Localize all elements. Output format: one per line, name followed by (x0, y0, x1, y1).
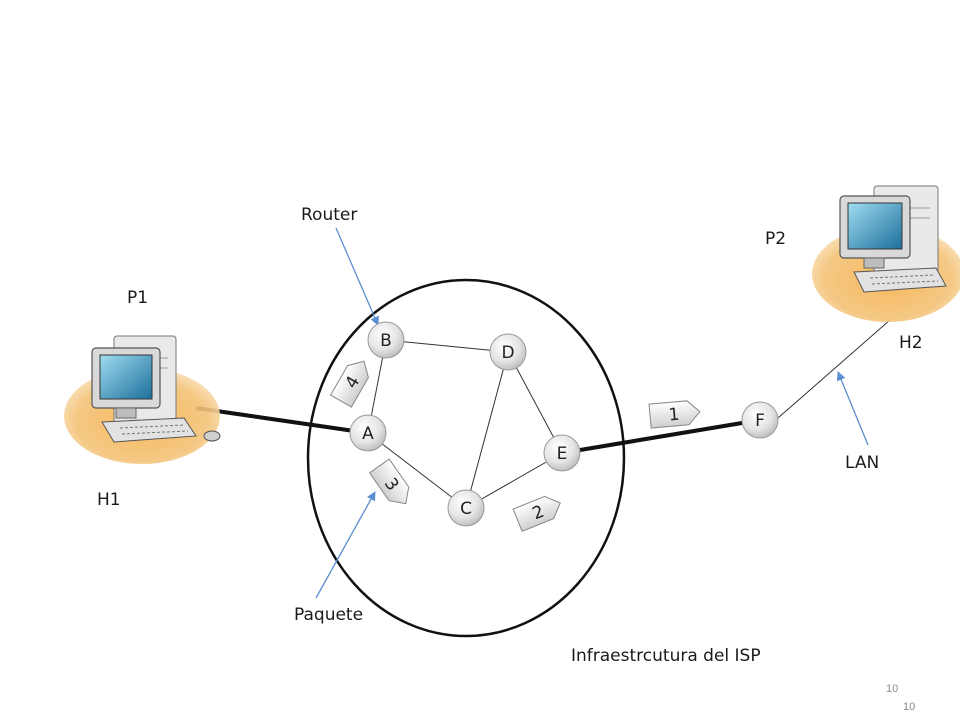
packet-3: 3 (368, 458, 410, 505)
desktop-computer-icon (64, 335, 221, 464)
router-callout-arrow (335, 227, 379, 326)
link-a-c (367, 432, 467, 509)
packet-1: 1 (648, 400, 701, 429)
link-b-d (385, 339, 509, 353)
link-h1-a (195, 406, 369, 435)
isp-infrastructure-label: Infraestrcutura del ISP (571, 646, 761, 666)
packet-2: 2 (512, 495, 561, 533)
h2-label: H2 (899, 333, 923, 353)
router-node-b-label: B (380, 331, 392, 351)
paquete-callout-arrow (315, 491, 376, 599)
packet-4: 4 (329, 360, 369, 408)
router-node-c-label: C (460, 499, 472, 519)
paquete-label: Paquete (294, 605, 363, 625)
page-number-upper: 10 (886, 683, 898, 695)
router-label: Router (301, 205, 357, 225)
router-node-f: F (741, 401, 779, 439)
link-d-c (465, 351, 509, 509)
link-d-e (507, 351, 563, 454)
isp-boundary-circle (306, 278, 626, 638)
router-node-c: C (447, 489, 485, 527)
router-node-a-label: A (362, 424, 374, 444)
router-node-e-label: E (557, 444, 568, 464)
p1-label: P1 (127, 288, 148, 308)
h1-label: H1 (97, 490, 121, 510)
router-node-f-label: F (755, 411, 765, 431)
lan-callout-arrow (836, 371, 869, 446)
lan-label: LAN (845, 453, 879, 473)
desktop-computer-icon (812, 185, 960, 322)
p2-label: P2 (765, 229, 786, 249)
link-e-f (561, 418, 761, 455)
router-node-d-label: D (501, 343, 514, 363)
page-number-lower: 10 (903, 701, 915, 713)
router-node-e: E (543, 434, 581, 472)
packet-1-label: 1 (668, 405, 681, 426)
router-node-b: B (367, 321, 405, 359)
router-node-d: D (489, 333, 527, 371)
router-node-a: A (349, 414, 387, 452)
link-f-h2 (777, 319, 891, 419)
